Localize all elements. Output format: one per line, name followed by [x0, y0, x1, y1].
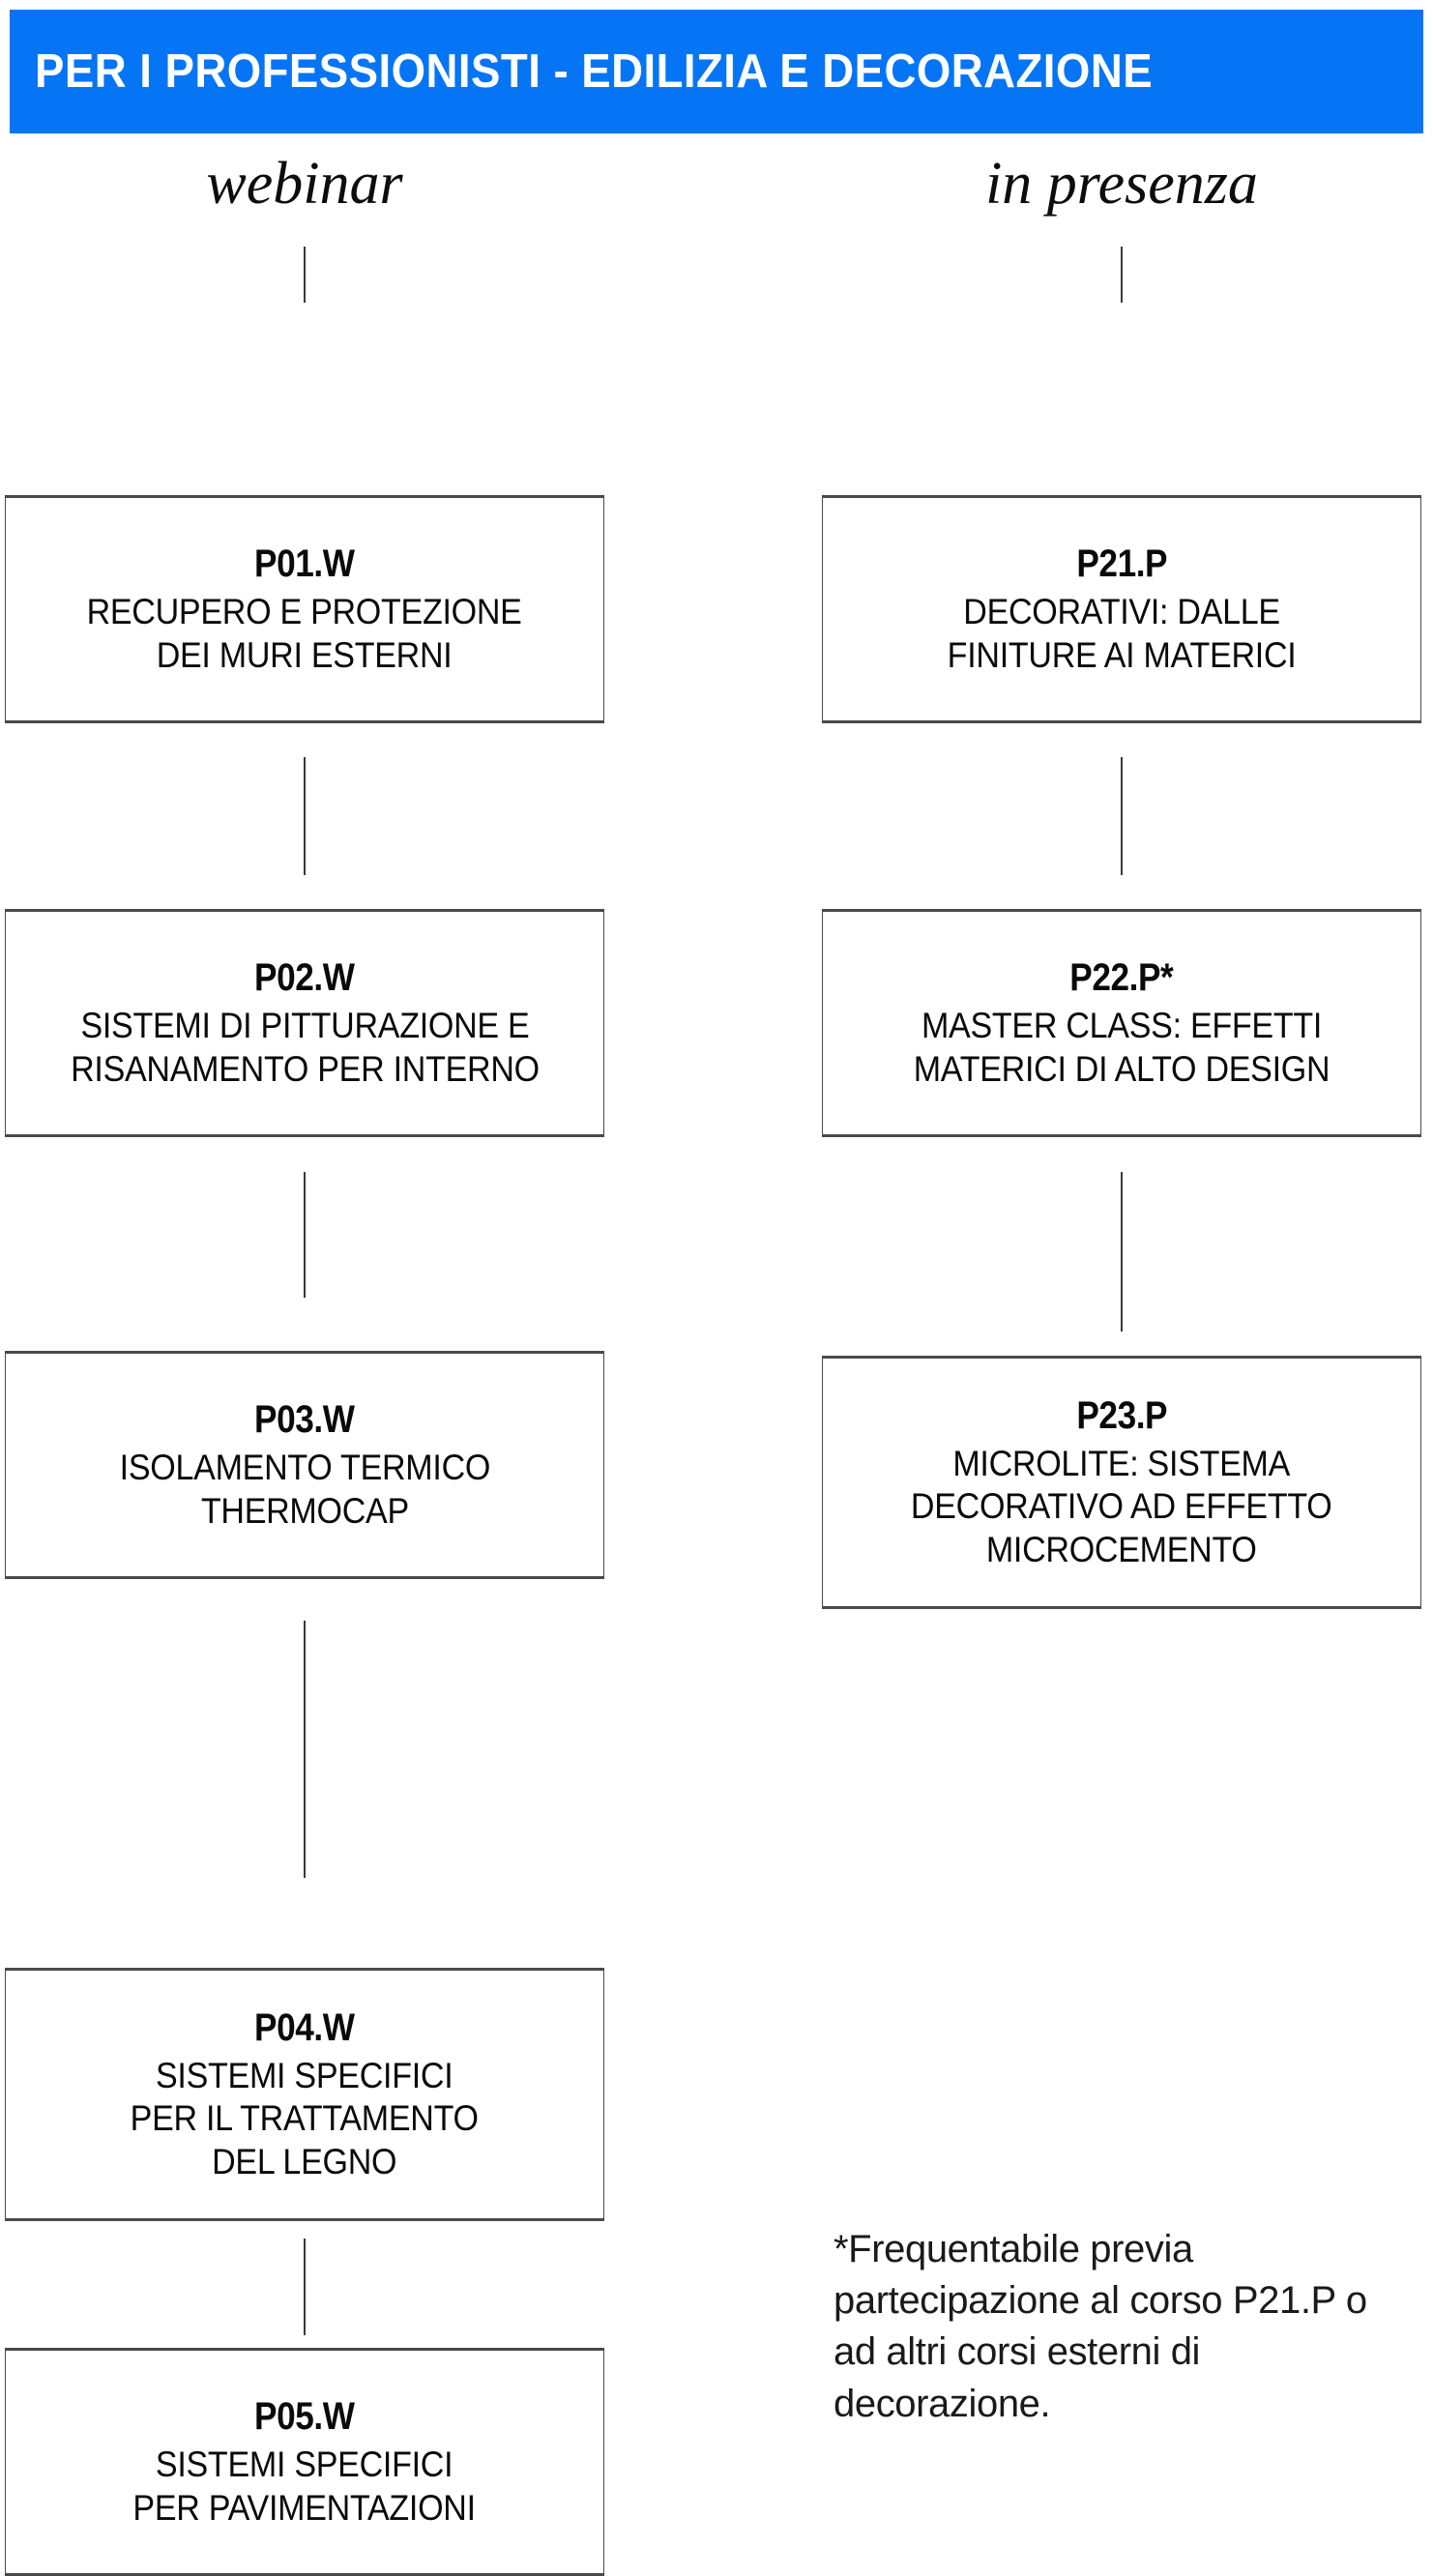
course-description-line: DEL LEGNO [212, 2141, 397, 2181]
course-description: RECUPERO E PROTEZIONE DEI MURI ESTERNI [87, 591, 522, 677]
course-description: MICROLITE: SISTEMA DECORATIVO AD EFFETTO… [911, 1443, 1332, 1571]
course-description: SISTEMI SPECIFICI PER PAVIMENTAZIONI [132, 2444, 477, 2530]
connector-p21p-p22p [1121, 757, 1123, 875]
course-description: ISOLAMENTO TERMICO THERMOCAP [119, 1447, 490, 1533]
column-heading-in-presenza: in presenza [985, 151, 1258, 217]
course-box-p04w[interactable]: P04.W SISTEMI SPECIFICI PER IL TRATTAMEN… [5, 1968, 604, 2221]
page-title: PER I PROFESSIONISTI - EDILIZIA E DECORA… [35, 44, 1154, 98]
page-header-banner: PER I PROFESSIONISTI - EDILIZIA E DECORA… [10, 10, 1423, 133]
course-description-line: PER PAVIMENTAZIONI [132, 2487, 477, 2528]
course-description-line: RECUPERO E PROTEZIONE [86, 592, 523, 632]
course-box-p21p[interactable]: P21.P DECORATIVI: DALLE FINITURE AI MATE… [822, 495, 1421, 723]
course-description-line: DECORATIVI: DALLE [963, 592, 1280, 632]
course-box-p22p[interactable]: P22.P* MASTER CLASS: EFFETTI MATERICI DI… [822, 909, 1421, 1137]
course-code: P02.W [254, 956, 355, 1000]
course-description: DECORATIVI: DALLE FINITURE AI MATERICI [948, 591, 1297, 677]
connector-webinar-head [304, 247, 306, 303]
connector-p22p-p23p [1121, 1172, 1123, 1332]
course-description-line: THERMOCAP [200, 1490, 409, 1531]
course-box-p02w[interactable]: P02.W SISTEMI DI PITTURAZIONE E RISANAME… [5, 909, 604, 1137]
course-box-p05w[interactable]: P05.W SISTEMI SPECIFICI PER PAVIMENTAZIO… [5, 2348, 604, 2576]
course-code: P21.P [1076, 542, 1167, 586]
course-description-line: SISTEMI SPECIFICI [156, 2444, 453, 2485]
connector-p04w-p05w [304, 2239, 306, 2335]
course-description-line: MICROLITE: SISTEMA [952, 1444, 1291, 1483]
course-code: P23.P [1076, 1393, 1167, 1437]
course-description-line: DECORATIVO AD EFFETTO [911, 1486, 1332, 1527]
footnote-text: *Frequentabile previa partecipazione al … [833, 2228, 1367, 2425]
course-description-line: ISOLAMENTO TERMICO [119, 1448, 490, 1488]
connector-in-presenza-head [1121, 247, 1123, 303]
course-description-line: MASTER CLASS: EFFETTI [921, 1006, 1323, 1046]
connector-p03w-p04w [304, 1621, 306, 1878]
connector-p02w-p03w [304, 1172, 306, 1298]
course-code: P05.W [254, 2395, 355, 2439]
course-code: P03.W [254, 1398, 355, 1442]
course-description-line: MICROCEMENTO [986, 1529, 1257, 1569]
course-description-line: SISTEMI SPECIFICI [156, 2056, 453, 2095]
course-code: P04.W [254, 2005, 355, 2049]
course-box-p01w[interactable]: P01.W RECUPERO E PROTEZIONE DEI MURI EST… [5, 495, 604, 723]
course-description-line: DEI MURI ESTERNI [157, 634, 453, 675]
course-description-line: FINITURE AI MATERICI [947, 634, 1297, 675]
course-description: MASTER CLASS: EFFETTI MATERICI DI ALTO D… [914, 1005, 1331, 1091]
course-description-line: PER IL TRATTAMENTO [130, 2098, 480, 2139]
course-code: P22.P* [1069, 956, 1174, 1000]
course-description: SISTEMI DI PITTURAZIONE E RISANAMENTO PE… [71, 1005, 540, 1091]
column-heading-webinar: webinar [206, 151, 403, 217]
course-description-line: RISANAMENTO PER INTERNO [70, 1048, 540, 1089]
course-box-p23p[interactable]: P23.P MICROLITE: SISTEMA DECORATIVO AD E… [822, 1356, 1421, 1609]
course-description-line: MATERICI DI ALTO DESIGN [913, 1048, 1331, 1089]
course-description: SISTEMI SPECIFICI PER IL TRATTAMENTO DEL… [131, 2055, 479, 2183]
course-description-line: SISTEMI DI PITTURAZIONE E [79, 1006, 530, 1046]
course-code: P01.W [254, 542, 355, 586]
course-box-p03w[interactable]: P03.W ISOLAMENTO TERMICO THERMOCAP [5, 1351, 604, 1579]
connector-p01w-p02w [304, 757, 306, 875]
